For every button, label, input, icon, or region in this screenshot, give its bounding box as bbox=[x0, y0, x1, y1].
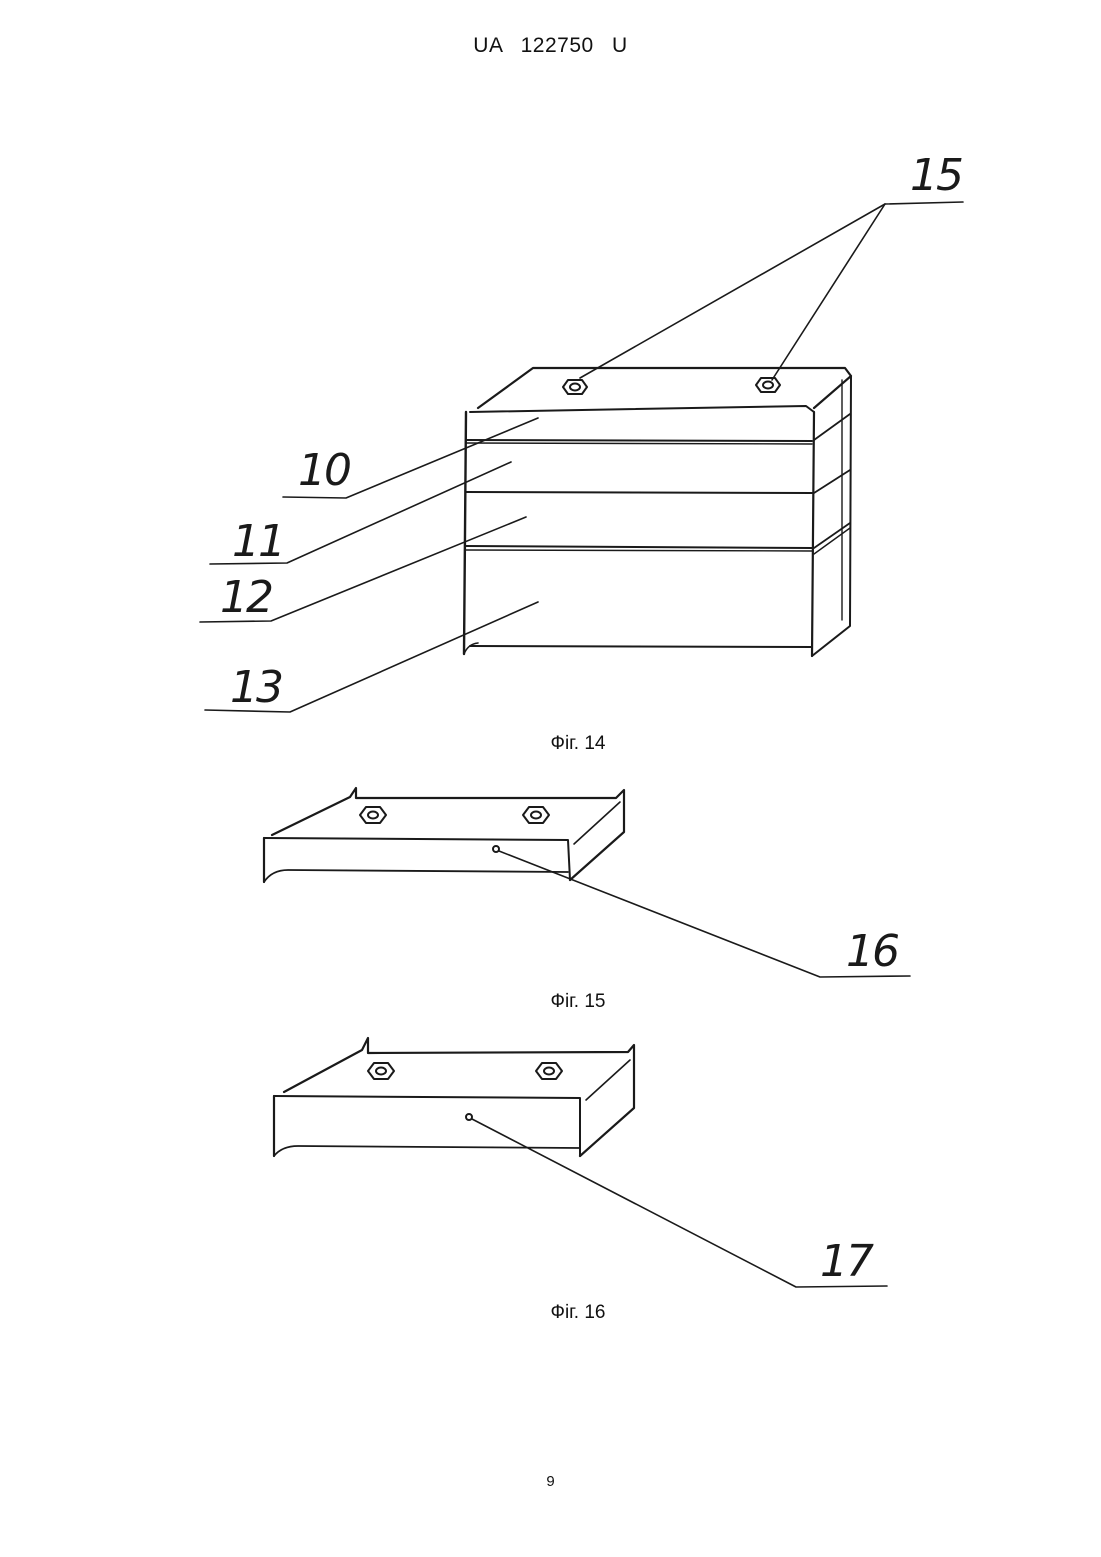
label-17: 17 bbox=[820, 1236, 874, 1287]
label-10: 10 bbox=[298, 445, 350, 496]
figure-14-drawing: 15 10 11 12 13 bbox=[200, 150, 963, 713]
label-11: 11 bbox=[232, 516, 284, 567]
nut-icon bbox=[756, 378, 780, 392]
figure-15-caption: Фіг. 15 bbox=[478, 991, 678, 1013]
figure-16-drawing: 17 bbox=[274, 1038, 887, 1287]
nut-icon bbox=[563, 380, 587, 394]
figure-16-caption: Фіг. 16 bbox=[478, 1302, 678, 1324]
page-number: 9 bbox=[0, 1473, 1101, 1490]
port-17 bbox=[466, 1114, 472, 1120]
label-13: 13 bbox=[230, 662, 282, 713]
figure-14-caption: Фіг. 14 bbox=[478, 733, 678, 755]
nut-icon bbox=[368, 1063, 394, 1079]
port-16 bbox=[493, 846, 499, 852]
nut-icon bbox=[360, 807, 386, 823]
label-15: 15 bbox=[910, 150, 962, 201]
nut-icon bbox=[536, 1063, 562, 1079]
label-16: 16 bbox=[846, 926, 899, 977]
label-12: 12 bbox=[220, 572, 272, 623]
nut-icon bbox=[523, 807, 549, 823]
figure-15-drawing: 16 bbox=[264, 788, 910, 977]
